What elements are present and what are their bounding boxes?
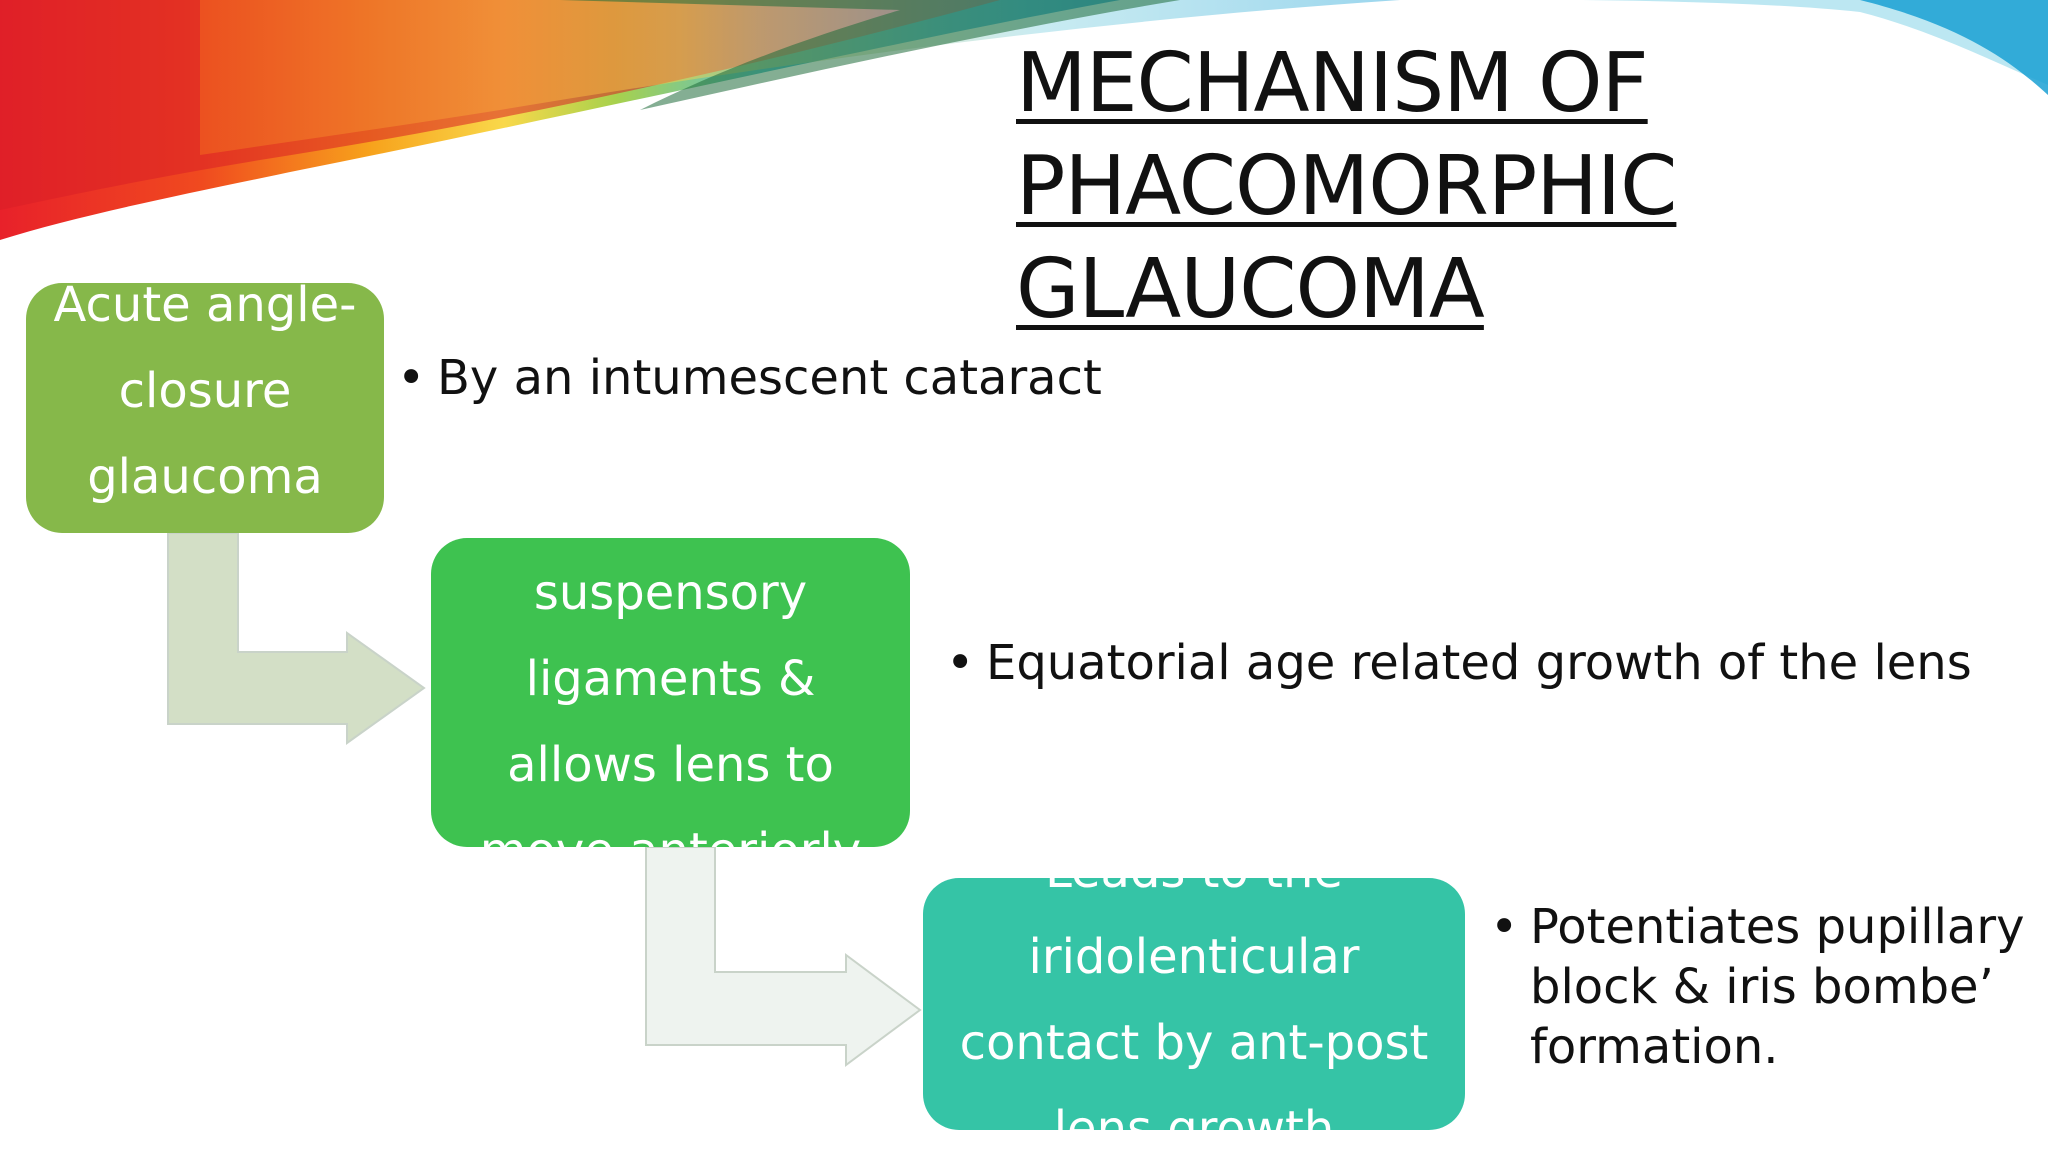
title-line-1: MECHANISM OF	[1016, 36, 1649, 131]
bullet-equatorial-growth: • Equatorial age related growth of the l…	[946, 633, 1972, 693]
bullet-dot: •	[1490, 899, 1519, 955]
flow-box-iridolenticular-contact: Leads to the iridolenticular contact by …	[923, 878, 1465, 1130]
bullet-text-1: By an intumescent cataract	[437, 350, 1102, 406]
flow-box-1-text: Acute angle-closure glaucoma	[53, 283, 357, 505]
title-line-3: GLAUCOMA	[1016, 242, 1485, 337]
bullet-text-3: Potentiates pupillary block & iris bombe…	[1530, 899, 2025, 1075]
flow-box-2-text: suspensory ligaments & allows lens to mo…	[480, 565, 861, 847]
title-line-2: PHACOMORPHIC	[1016, 139, 1677, 234]
slide-title: MECHANISM OF PHACOMORPHIC GLAUCOMA	[1016, 32, 1677, 341]
bullet-intumescent-cataract: • By an intumescent cataract	[397, 348, 1102, 408]
bullet-dot: •	[397, 350, 426, 406]
bullet-dot: •	[946, 635, 975, 691]
decorative-swoosh-banner	[0, 0, 2048, 240]
flow-box-3-text: Leads to the iridolenticular contact by …	[959, 878, 1429, 1130]
bullet-text-2: Equatorial age related growth of the len…	[986, 635, 1972, 691]
flow-box-suspensory-ligaments: suspensory ligaments & allows lens to mo…	[431, 538, 910, 847]
bullet-pupillary-block: • Potentiates pupillary block & iris bom…	[1490, 897, 2030, 1077]
flow-box-acute-angle-closure: Acute angle-closure glaucoma	[26, 283, 384, 533]
